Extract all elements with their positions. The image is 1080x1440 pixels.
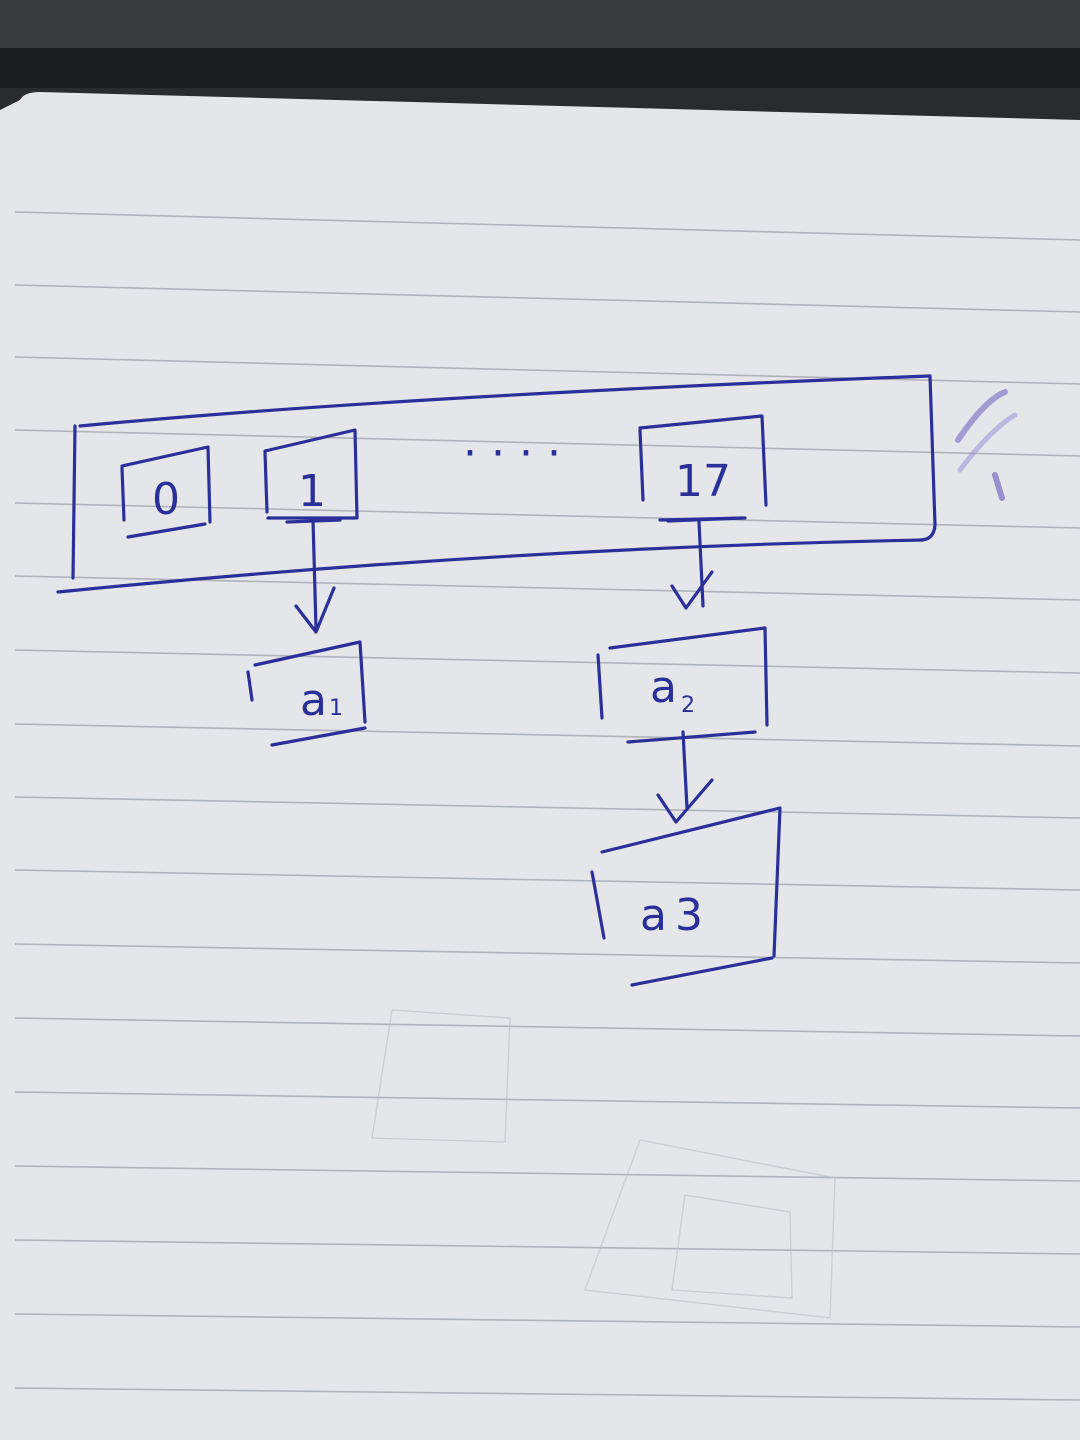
laptop-edge (0, 0, 1080, 48)
ruled-lines (14, 211, 1080, 1401)
array-cell-0: 0 (120, 445, 212, 539)
array-cell-1: 1 (263, 428, 359, 520)
array-ellipsis: · · · · (463, 428, 561, 479)
array-cell-label-0: 0 (152, 474, 180, 525)
array-cell-label-17: 17 (675, 456, 731, 507)
array-container (56, 374, 937, 594)
notebook-page (0, 92, 1080, 1440)
ink-smudge (955, 389, 1018, 501)
array-cell-label-1: 1 (298, 466, 326, 517)
laptop-hinge (0, 48, 1080, 88)
pointer-arrow-a2-to-a3 (656, 730, 714, 824)
ghost-impressions (371, 1009, 836, 1319)
node-a1: a1 (246, 640, 367, 747)
pointer-arrow-1-to-a1 (285, 518, 342, 634)
pointer-arrow-17-to-a2 (666, 516, 744, 610)
node-a1-label: a1 (300, 675, 343, 726)
